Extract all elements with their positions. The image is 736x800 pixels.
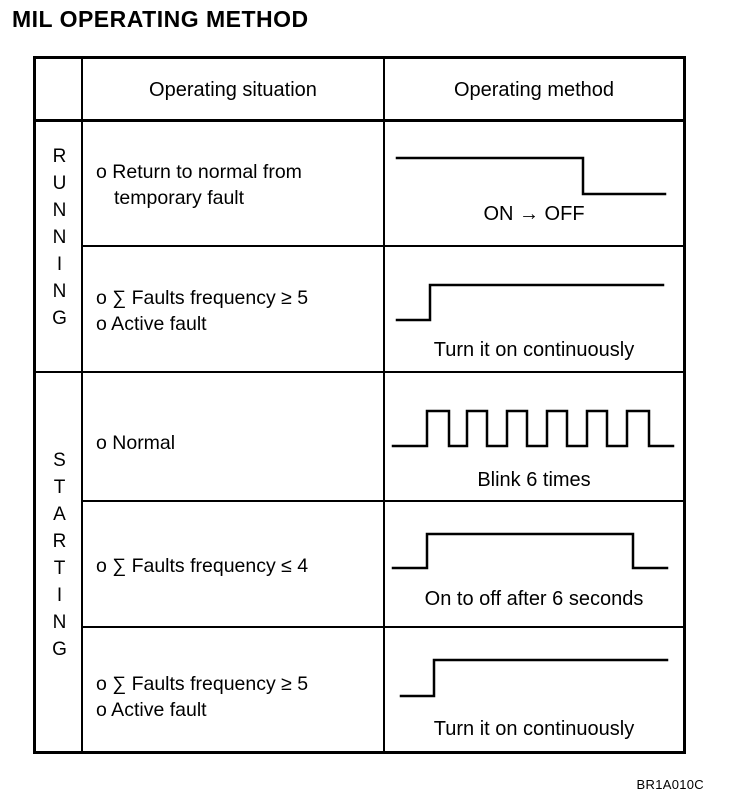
group-letter: N bbox=[52, 612, 67, 633]
situation-cell-1: o Return to normal from temporary fault bbox=[96, 159, 381, 211]
waveform-on-to-off bbox=[395, 156, 667, 196]
situation-text: o ∑ Faults frequency ≥ 5 bbox=[96, 673, 309, 695]
group-letter: N bbox=[52, 227, 67, 248]
method-cell-3: Blink 6 times bbox=[385, 373, 683, 500]
group-letter: N bbox=[52, 200, 67, 221]
waveform-line bbox=[395, 283, 665, 322]
waveform-off-to-on bbox=[395, 283, 665, 322]
situation-text: temporary fault bbox=[114, 187, 245, 209]
situation-text: o Return to normal from bbox=[96, 161, 302, 183]
situation-cell-2: o ∑ Faults frequency ≥ 5 o Active fault bbox=[96, 285, 381, 337]
waveform-line bbox=[395, 156, 667, 196]
situation-cell-5: o ∑ Faults frequency ≥ 5 o Active fault bbox=[96, 671, 381, 723]
group-label-starting: S T A R T I N G bbox=[36, 447, 83, 663]
group-letter: U bbox=[52, 173, 67, 194]
row-divider-1 bbox=[83, 245, 683, 247]
group-letter: G bbox=[52, 639, 67, 660]
mil-operating-table: Operating situation Operating method R U… bbox=[33, 56, 686, 754]
group-letter: R bbox=[52, 146, 67, 167]
situation-cell-3: o Normal bbox=[96, 430, 381, 456]
situation-text: o Normal bbox=[96, 432, 176, 454]
waveform-line bbox=[399, 658, 669, 698]
group-letter: R bbox=[52, 531, 67, 552]
group-letter: G bbox=[52, 308, 67, 329]
column-divider-group bbox=[81, 59, 83, 751]
group-letter: N bbox=[52, 281, 67, 302]
waveform-pulse bbox=[391, 532, 669, 570]
row-divider-4 bbox=[83, 626, 683, 628]
method-caption: On to off after 6 seconds bbox=[424, 588, 644, 610]
waveform-line bbox=[391, 532, 669, 570]
method-cell-5: Turn it on continuously bbox=[385, 628, 683, 751]
figure-code: BR1A010C bbox=[636, 777, 704, 792]
header-divider bbox=[36, 119, 683, 122]
method-caption: ON → OFF bbox=[483, 203, 585, 225]
method-cell-1: ON → OFF bbox=[385, 122, 683, 245]
method-caption: Turn it on continuously bbox=[433, 339, 635, 361]
group-letter: I bbox=[56, 585, 63, 606]
group-letter: S bbox=[53, 450, 66, 471]
waveform-off-to-on bbox=[399, 658, 669, 698]
column-divider-method bbox=[383, 59, 385, 751]
situation-text: o ∑ Faults frequency ≤ 4 bbox=[96, 555, 309, 577]
situation-text: o ∑ Faults frequency ≥ 5 bbox=[96, 287, 309, 309]
group-letter: T bbox=[53, 558, 66, 579]
group-label-running: R U N N I N G bbox=[36, 143, 83, 332]
page-title: MIL OPERATING METHOD bbox=[12, 6, 309, 32]
header-method: Operating method bbox=[453, 78, 615, 101]
method-cell-2: Turn it on continuously bbox=[385, 247, 683, 371]
method-caption: Blink 6 times bbox=[477, 469, 591, 491]
row-divider-3 bbox=[83, 500, 683, 502]
method-cell-4: On to off after 6 seconds bbox=[385, 502, 683, 626]
group-letter: I bbox=[56, 254, 63, 275]
method-caption: Turn it on continuously bbox=[433, 718, 635, 740]
situation-text: o Active fault bbox=[96, 699, 207, 721]
header-situation: Operating situation bbox=[149, 78, 317, 101]
situation-cell-4: o ∑ Faults frequency ≤ 4 bbox=[96, 553, 381, 579]
group-divider bbox=[36, 371, 683, 373]
waveform-line bbox=[391, 409, 675, 448]
group-letter: T bbox=[53, 477, 66, 498]
waveform-blink bbox=[391, 409, 675, 448]
situation-text: o Active fault bbox=[96, 313, 207, 335]
group-letter: A bbox=[53, 504, 66, 525]
